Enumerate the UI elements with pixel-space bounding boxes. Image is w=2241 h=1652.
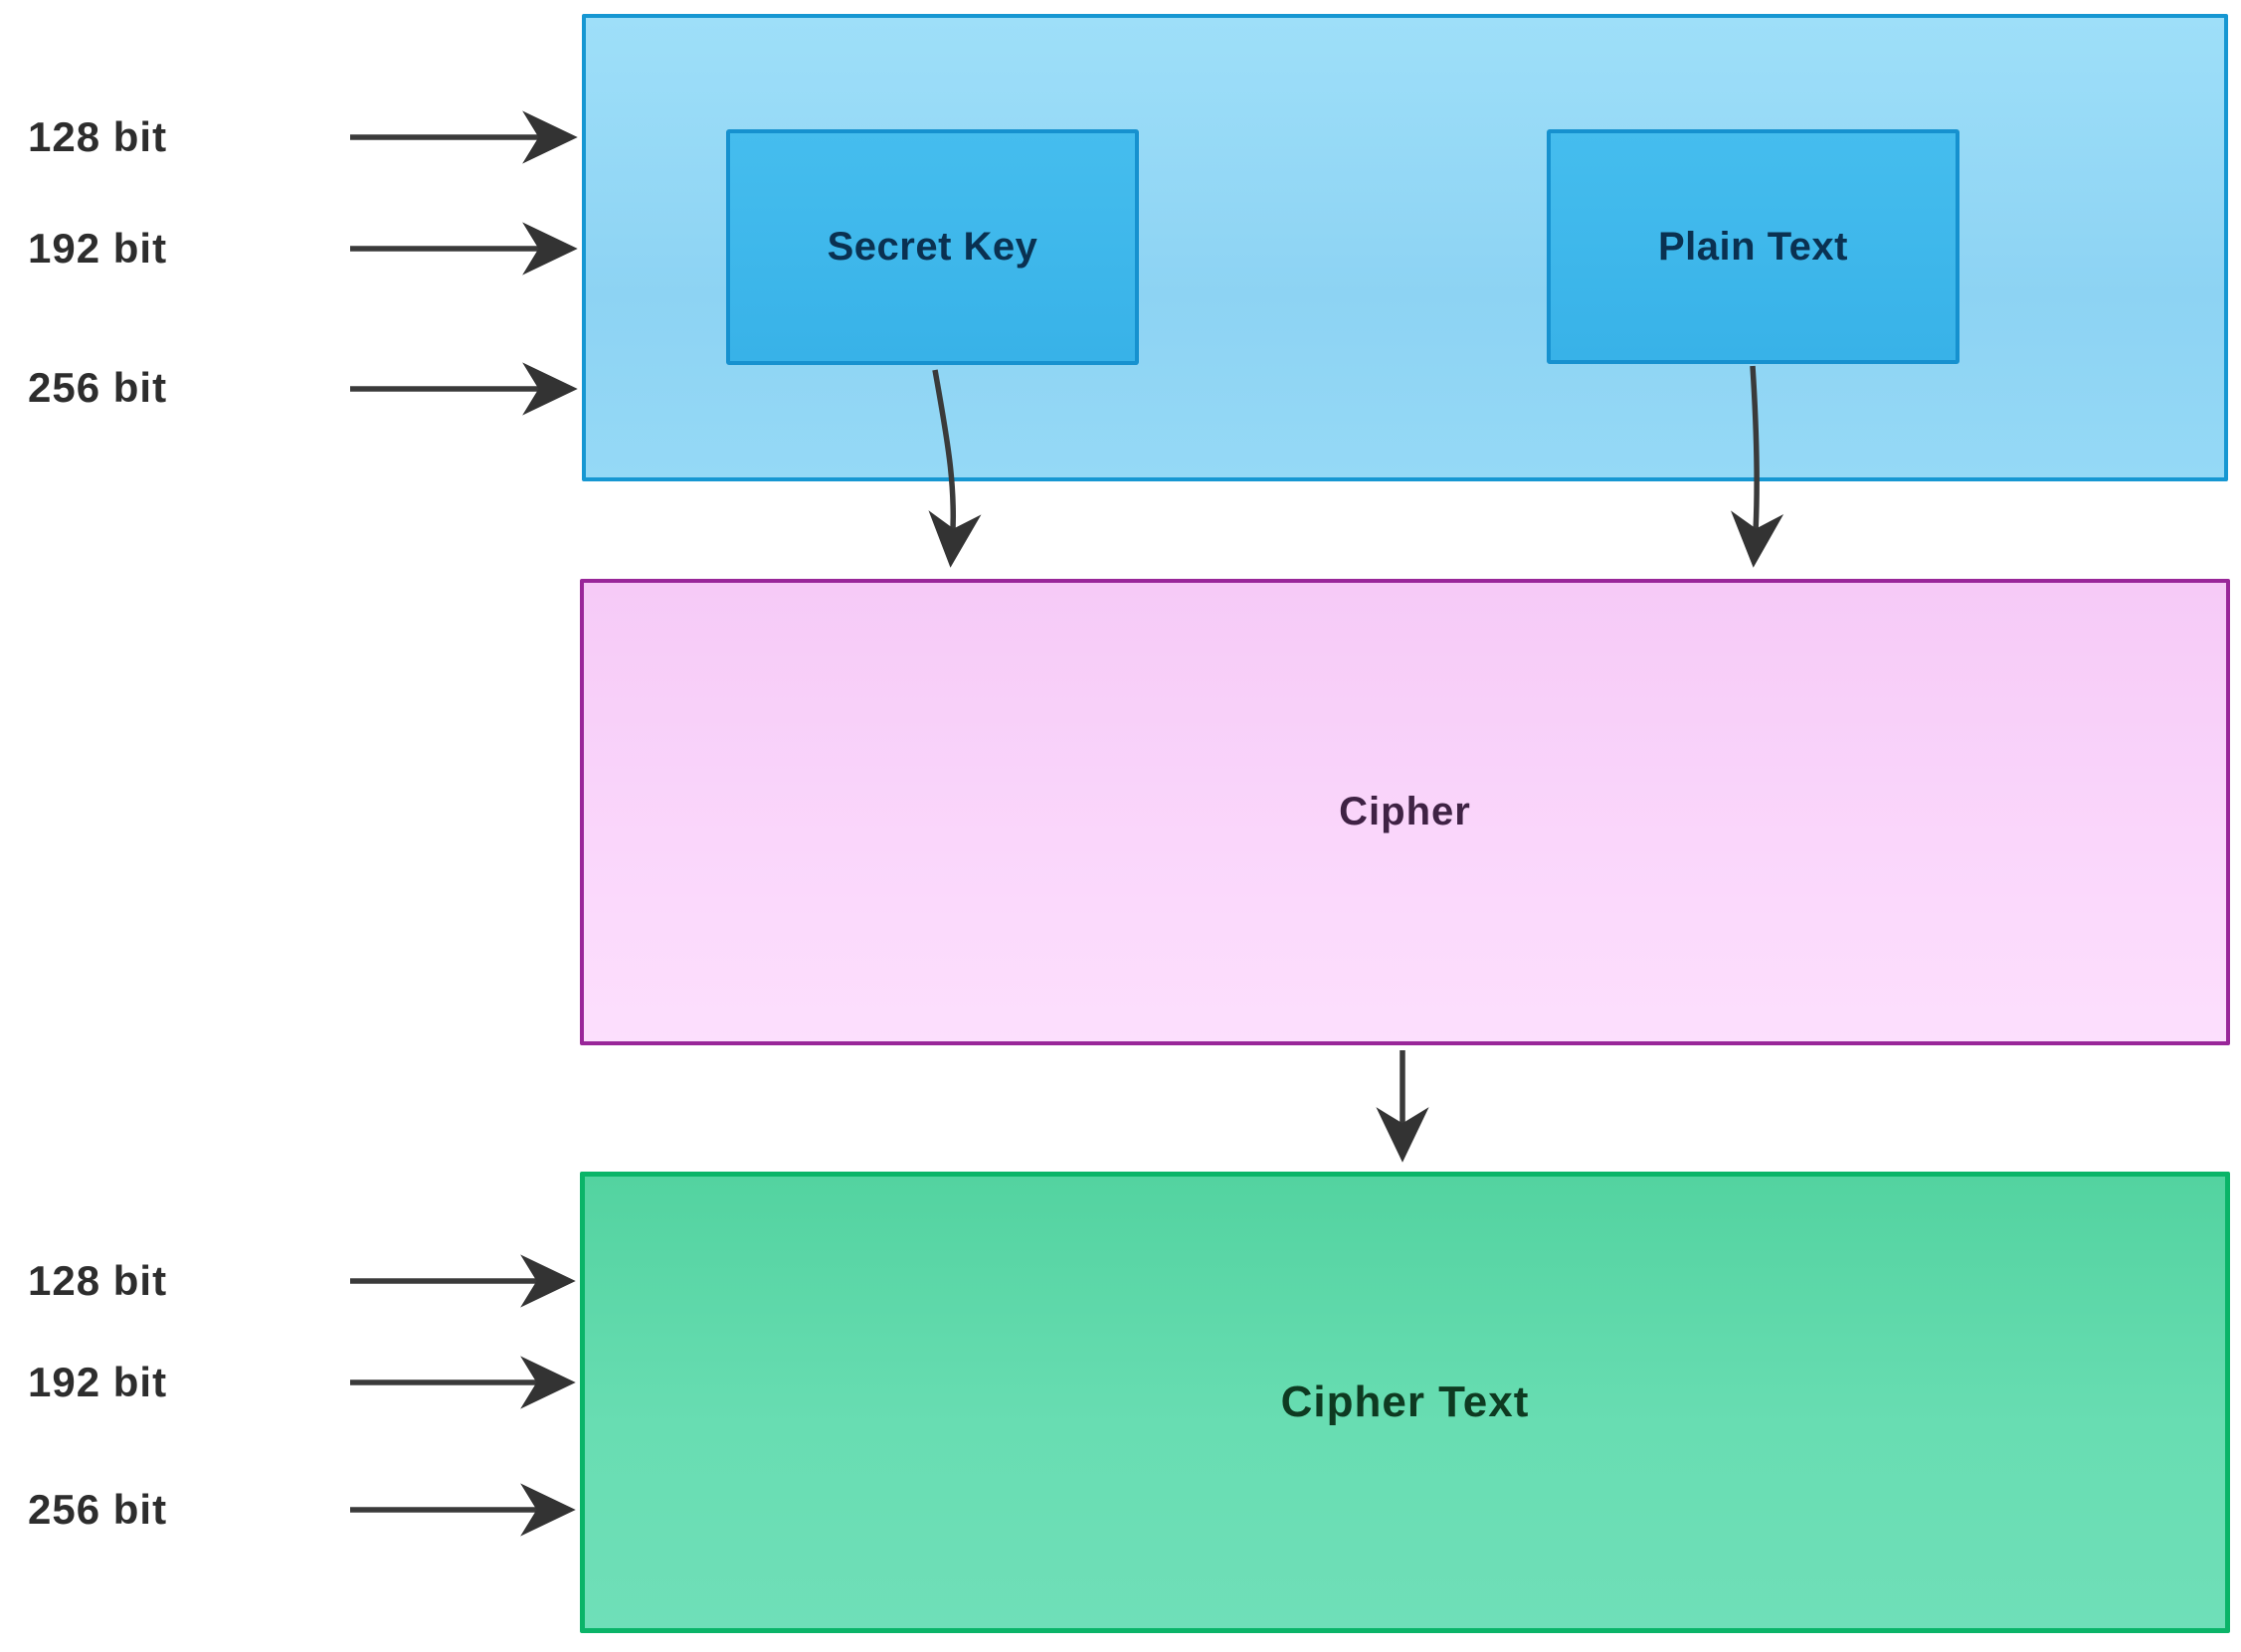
plain-text-box: Plain Text xyxy=(1547,129,1960,364)
cipher-label: Cipher xyxy=(1339,790,1471,833)
key-size-label-192: 192 bit xyxy=(28,225,168,272)
output-size-label-128: 128 bit xyxy=(28,1257,168,1304)
key-size-label-256: 256 bit xyxy=(28,364,168,411)
key-size-label-128: 128 bit xyxy=(28,113,168,160)
secret-key-label: Secret Key xyxy=(827,225,1038,269)
cipher-text-box: Cipher Text xyxy=(580,1172,2230,1633)
cipher-box: Cipher xyxy=(580,579,2230,1045)
plain-text-label: Plain Text xyxy=(1658,224,1848,269)
output-size-label-256: 256 bit xyxy=(28,1486,168,1533)
secret-key-box: Secret Key xyxy=(726,129,1139,365)
cipher-text-label: Cipher Text xyxy=(1280,1377,1530,1426)
output-size-label-192: 192 bit xyxy=(28,1359,168,1405)
